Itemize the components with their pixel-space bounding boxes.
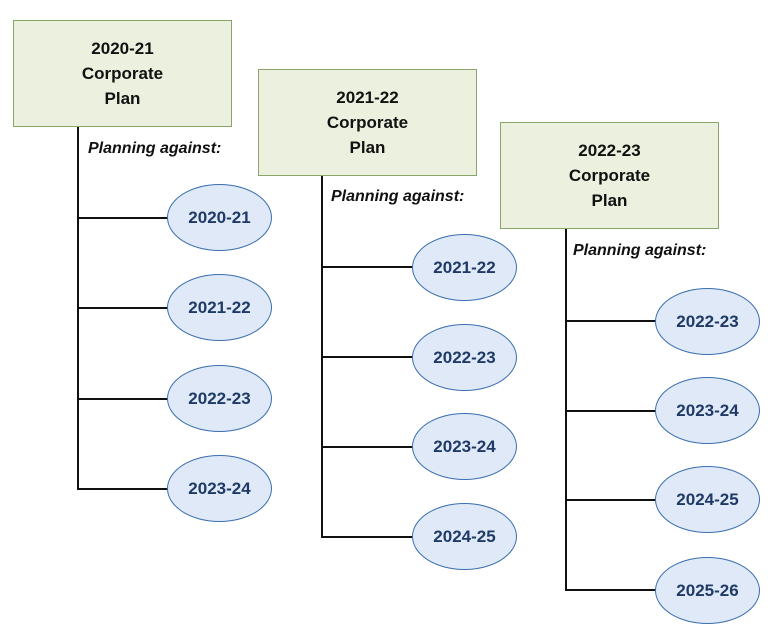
connector-branch: [321, 446, 413, 448]
plan-title-line: Corporate: [81, 64, 164, 83]
connector-branch: [565, 320, 656, 322]
corporate-plan-box-2021-22: 2021-22 Corporate Plan: [258, 69, 477, 176]
corporate-plan-box-2022-23: 2022-23 Corporate Plan: [500, 122, 719, 229]
year-ellipse: 2022-23: [655, 288, 760, 355]
year-ellipse: 2022-23: [412, 324, 517, 391]
connector-branch: [321, 356, 413, 358]
plan-title-line: Corporate: [568, 166, 651, 185]
connector-branch: [565, 410, 656, 412]
year-ellipse: 2024-25: [412, 503, 517, 570]
plan-title-line: 2022-23: [578, 141, 641, 160]
connector-branch: [321, 536, 413, 538]
year-ellipse: 2022-23: [167, 365, 272, 432]
plan-title-line: Corporate: [326, 113, 409, 132]
plan-title-line: 2020-21: [91, 39, 154, 58]
planning-against-label: Planning against:: [573, 242, 707, 259]
connector-branch: [565, 589, 656, 591]
connector-branch: [77, 217, 168, 219]
plan-title-line: Plan: [349, 138, 386, 157]
connector-branch: [565, 499, 656, 501]
year-ellipse: 2021-22: [167, 274, 272, 341]
year-ellipse: 2025-26: [655, 557, 760, 624]
plan-title-line: Plan: [591, 191, 628, 210]
connector-branch: [77, 488, 168, 490]
year-ellipse: 2024-25: [655, 466, 760, 533]
year-ellipse: 2020-21: [167, 184, 272, 251]
year-ellipse: 2023-24: [412, 413, 517, 480]
planning-against-label: Planning against:: [331, 188, 465, 205]
year-ellipse: 2023-24: [167, 455, 272, 522]
plan-title-line: Plan: [104, 89, 141, 108]
plan-title-line: 2021-22: [336, 88, 399, 107]
connector-branch: [321, 266, 413, 268]
year-ellipse: 2023-24: [655, 377, 760, 444]
year-ellipse: 2021-22: [412, 234, 517, 301]
corporate-plan-box-2020-21: 2020-21 Corporate Plan: [13, 20, 232, 127]
connector-branch: [77, 307, 168, 309]
connector-branch: [77, 398, 168, 400]
planning-against-label: Planning against:: [88, 140, 222, 157]
